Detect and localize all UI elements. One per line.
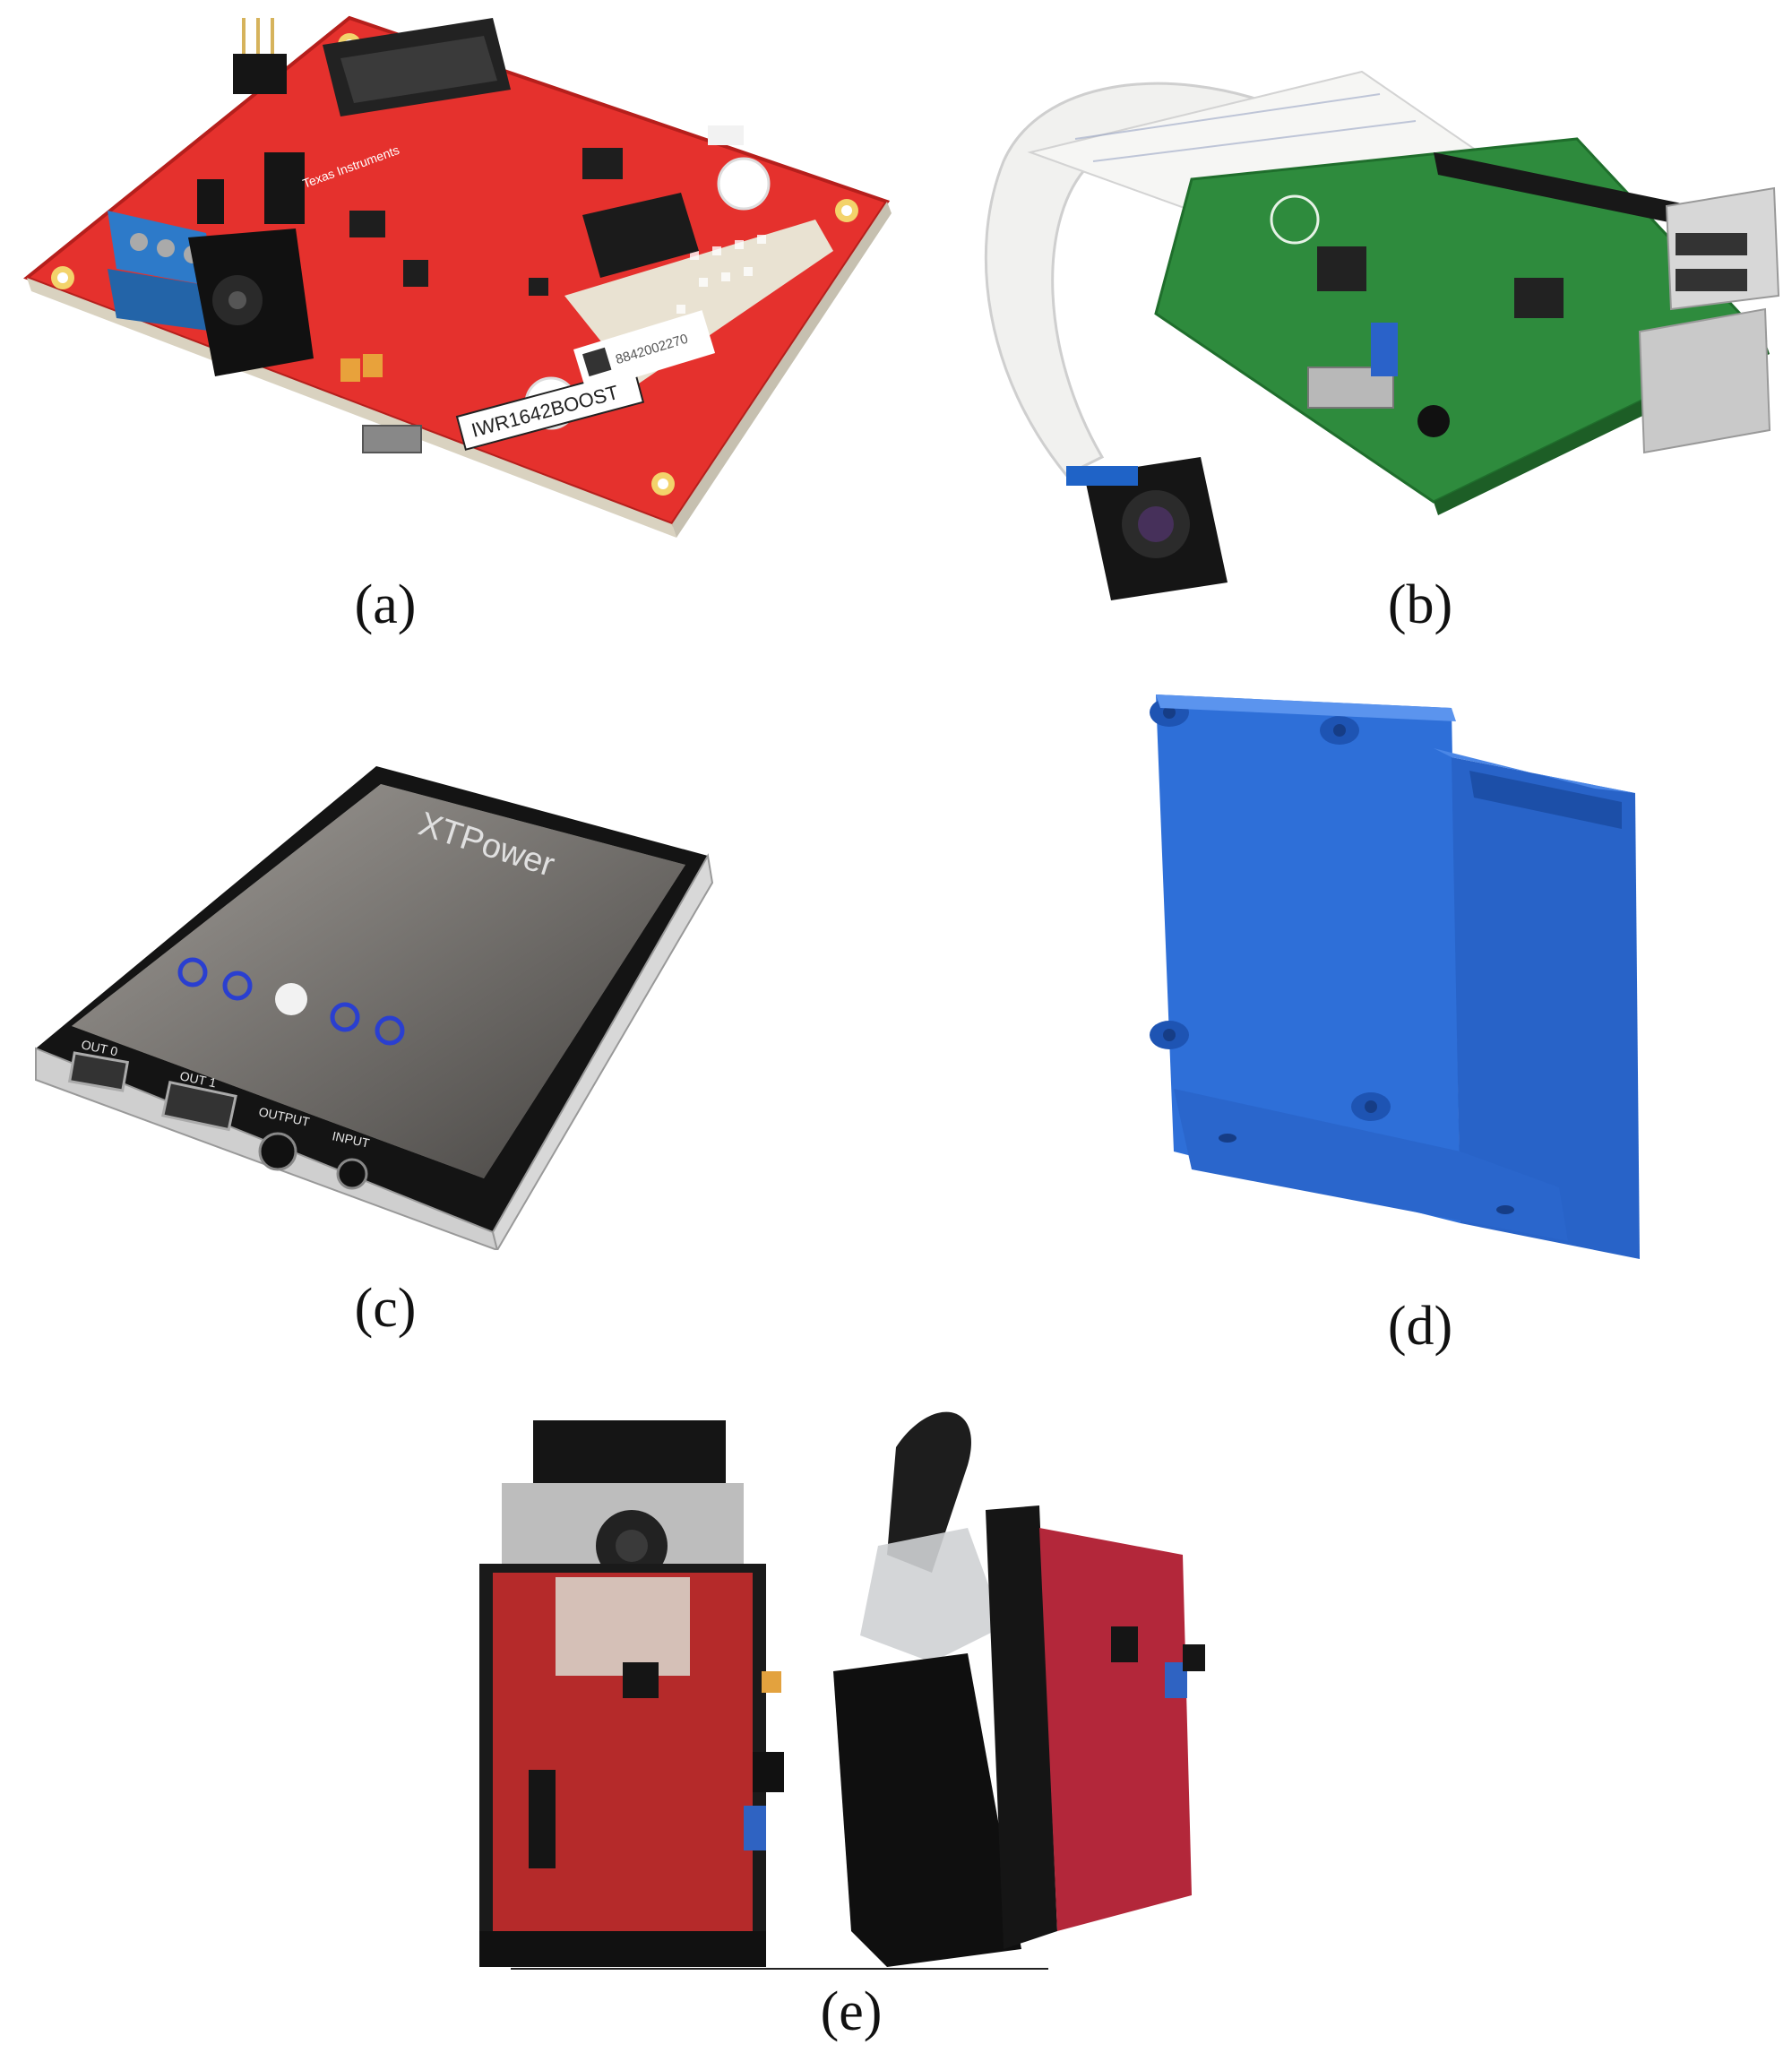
caption-d: (d)	[1387, 1296, 1453, 1357]
panel-d-3d-printed-holder-render	[1138, 686, 1676, 1259]
caption-c: (c)	[354, 1278, 417, 1339]
caption-a: (a)	[354, 574, 417, 635]
panel-e-assembled-device-photo	[466, 1393, 1263, 1976]
caption-b: (b)	[1387, 574, 1453, 635]
panel-a-radar-board-photo: IWR1642BOOST 8842002270 Texas Instrument…	[9, 9, 896, 565]
panel-c-power-bank-photo: XTPower OUT 0 OUT 1 OUTPUT INPUT	[18, 748, 726, 1250]
power-bank-led-indicators	[177, 957, 405, 1046]
power-button-icon	[275, 983, 307, 1015]
panel-b-raspberry-pi-camera-photo	[932, 54, 1783, 609]
caption-e: (e)	[820, 1981, 883, 2042]
